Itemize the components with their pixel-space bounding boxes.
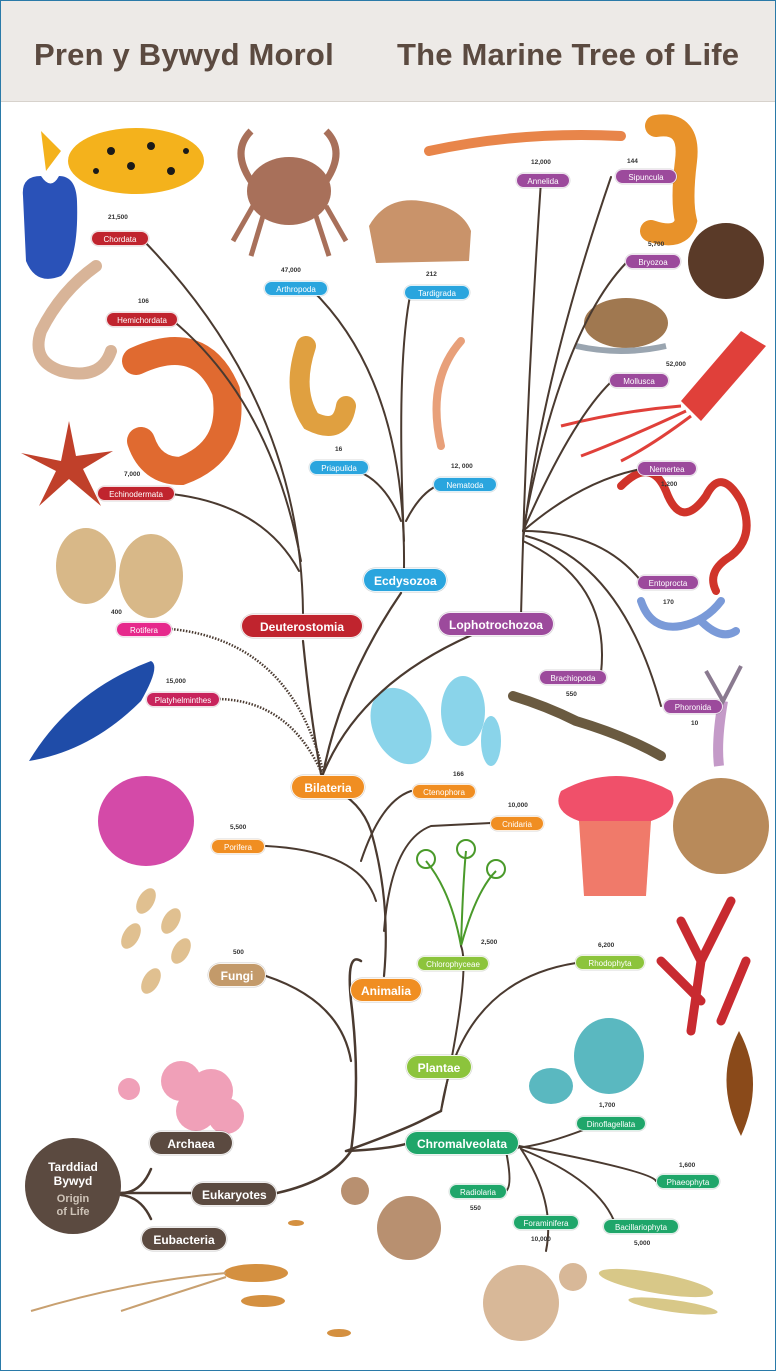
- node-animalia: Animalia: [350, 978, 422, 1002]
- count-dinoflagellata: 1,700: [599, 1102, 615, 1109]
- taxon-chordata: Chordata: [91, 231, 149, 246]
- count-rhodophyta: 6,200: [598, 942, 614, 949]
- count-fungi: 500: [233, 949, 244, 956]
- count-nemertea: 1,200: [661, 481, 677, 488]
- count-cnidaria: 10,000: [508, 802, 528, 809]
- taxon-entoprocta: Entoprocta: [637, 575, 699, 590]
- origin-of-life-node: Tarddiad Bywyd Origin of Life: [25, 1138, 121, 1234]
- count-tardigrada: 212: [426, 271, 437, 278]
- count-hemichordata: 106: [138, 298, 149, 305]
- count-platyhelminthes: 15,000: [166, 678, 186, 685]
- origin-welsh-label: Tarddiad Bywyd: [25, 1160, 121, 1188]
- node-ecdysozoa: Ecdysozoa: [363, 568, 447, 592]
- taxon-foraminifera: Foraminifera: [513, 1215, 579, 1230]
- count-bacillariophyta: 5,000: [634, 1240, 650, 1247]
- origin-english-label: Origin of Life: [25, 1193, 121, 1219]
- taxon-priapulida: Priapulida: [309, 460, 369, 475]
- node-bilateria: Bilateria: [291, 775, 365, 799]
- node-eubacteria: Eubacteria: [141, 1227, 227, 1251]
- count-echinodermata: 7,000: [124, 471, 140, 478]
- count-arthropoda: 47,000: [281, 267, 301, 274]
- taxon-arthropoda: Arthropoda: [264, 281, 328, 296]
- taxon-platyhelminthes: Platyhelminthes: [146, 692, 220, 707]
- taxon-brachiopoda: Brachiopoda: [539, 670, 607, 685]
- taxon-annelida: Annelida: [516, 173, 570, 188]
- taxon-rhodophyta: Rhodophyta: [575, 955, 645, 970]
- count-annelida: 12,000: [531, 159, 551, 166]
- count-ctenophora: 166: [453, 771, 464, 778]
- taxon-echinodermata: Echinodermata: [97, 486, 175, 501]
- taxon-nemertea: Nemertea: [637, 461, 697, 476]
- node-deuterostomia: Deuterostomia: [241, 614, 363, 638]
- count-radiolaria: 550: [470, 1205, 481, 1212]
- taxon-radiolaria: Radiolaria: [449, 1184, 507, 1199]
- node-plantae: Plantae: [406, 1055, 472, 1079]
- count-nematoda: 12, 000: [451, 463, 473, 470]
- count-bryozoa: 5,700: [648, 241, 664, 248]
- count-mollusca: 52,000: [666, 361, 686, 368]
- taxon-ctenophora: Ctenophora: [412, 784, 476, 799]
- count-phoronida: 10: [691, 720, 698, 727]
- node-eukaryotes: Eukaryotes: [191, 1182, 277, 1206]
- count-sipuncula: 144: [627, 158, 638, 165]
- count-entoprocta: 170: [663, 599, 674, 606]
- count-chordata: 21,500: [108, 214, 128, 221]
- count-rotifera: 400: [111, 609, 122, 616]
- taxon-mollusca: Mollusca: [609, 373, 669, 388]
- node-archaea: Archaea: [149, 1131, 233, 1155]
- count-porifera: 5,500: [230, 824, 246, 831]
- taxon-porifera: Porifera: [211, 839, 265, 854]
- taxon-phoronida: Phoronida: [663, 699, 723, 714]
- count-foraminifera: 10,000: [531, 1236, 551, 1243]
- taxon-cnidaria: Cnidaria: [490, 816, 544, 831]
- taxon-tardigrada: Tardigrada: [404, 285, 470, 300]
- taxon-bryozoa: Bryozoa: [625, 254, 681, 269]
- taxon-hemichordata: Hemichordata: [106, 312, 178, 327]
- count-priapulida: 16: [335, 446, 342, 453]
- taxon-nematoda: Nematoda: [433, 477, 497, 492]
- taxon-phaeophyta: Phaeophyta: [656, 1174, 720, 1189]
- count-chlorophyceae: 2,500: [481, 939, 497, 946]
- taxon-bacillariophyta: Bacillariophyta: [603, 1219, 679, 1234]
- taxon-rotifera: Rotifera: [116, 622, 172, 637]
- taxon-dinoflagellata: Dinoflagellata: [576, 1116, 646, 1131]
- count-brachiopoda: 550: [566, 691, 577, 698]
- node-fungi: Fungi: [208, 963, 266, 987]
- node-chromalveolata: Chromalveolata: [405, 1131, 519, 1155]
- taxon-sipuncula: Sipuncula: [615, 169, 677, 184]
- node-lophotrochozoa: Lophotrochozoa: [438, 612, 554, 636]
- count-phaeophyta: 1,600: [679, 1162, 695, 1169]
- taxon-chlorophyceae: Chlorophyceae: [417, 956, 489, 971]
